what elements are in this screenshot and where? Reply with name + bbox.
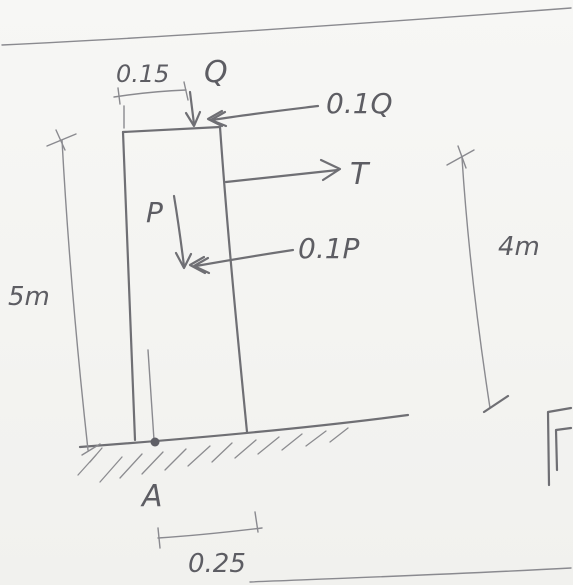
edge-box-fragment [546, 406, 573, 487]
dim-5m-top-tick [46, 129, 77, 151]
01p-arrowhead-double [188, 255, 207, 275]
dim-4m-line [461, 157, 491, 409]
dim-025-label: 0.25 [188, 549, 246, 579]
01q-arrowhead-double [206, 109, 224, 128]
column-right-edge [218, 125, 249, 434]
edge-box-inner [554, 426, 573, 472]
dim-015-label: 0.15 [116, 60, 169, 88]
ground-hatching [77, 427, 349, 483]
p-arrowhead [174, 251, 193, 270]
ground-line [78, 413, 410, 449]
point-a-marker [150, 437, 160, 447]
point-a-label: A [140, 479, 163, 514]
p-load-line [172, 194, 186, 268]
column-left-edge [121, 130, 137, 442]
bottom-rule-line [249, 567, 572, 583]
dim-5m-line [61, 139, 89, 451]
dim-025-ticks [157, 511, 259, 549]
01q-load-line [210, 104, 320, 122]
top-rule-line [1, 7, 572, 46]
t-load-line [224, 168, 340, 184]
q-arrowhead [184, 110, 202, 128]
column-top-edge [121, 125, 222, 134]
reaction-line [147, 349, 155, 441]
q-load-label: Q [204, 55, 228, 90]
dim-015-ticks [117, 81, 189, 105]
height-4m-label: 4m [498, 232, 540, 262]
01p-load-line [194, 248, 295, 268]
q-load-line [188, 90, 196, 126]
dim-015-line [113, 89, 187, 98]
dim-5m-bottom-tick [81, 443, 101, 456]
dim-4m-bottom-tick [482, 394, 510, 414]
dim-4m-top-tick [446, 145, 475, 169]
01p-load-label: 0.1P [298, 232, 360, 265]
height-5m-label: 5m [8, 282, 50, 312]
01q-load-label: 0.1Q [326, 87, 393, 120]
t-load-label: T [350, 157, 371, 192]
p-load-label: P [146, 196, 163, 229]
dim-025-line [157, 527, 263, 539]
t-arrowhead [319, 158, 342, 182]
